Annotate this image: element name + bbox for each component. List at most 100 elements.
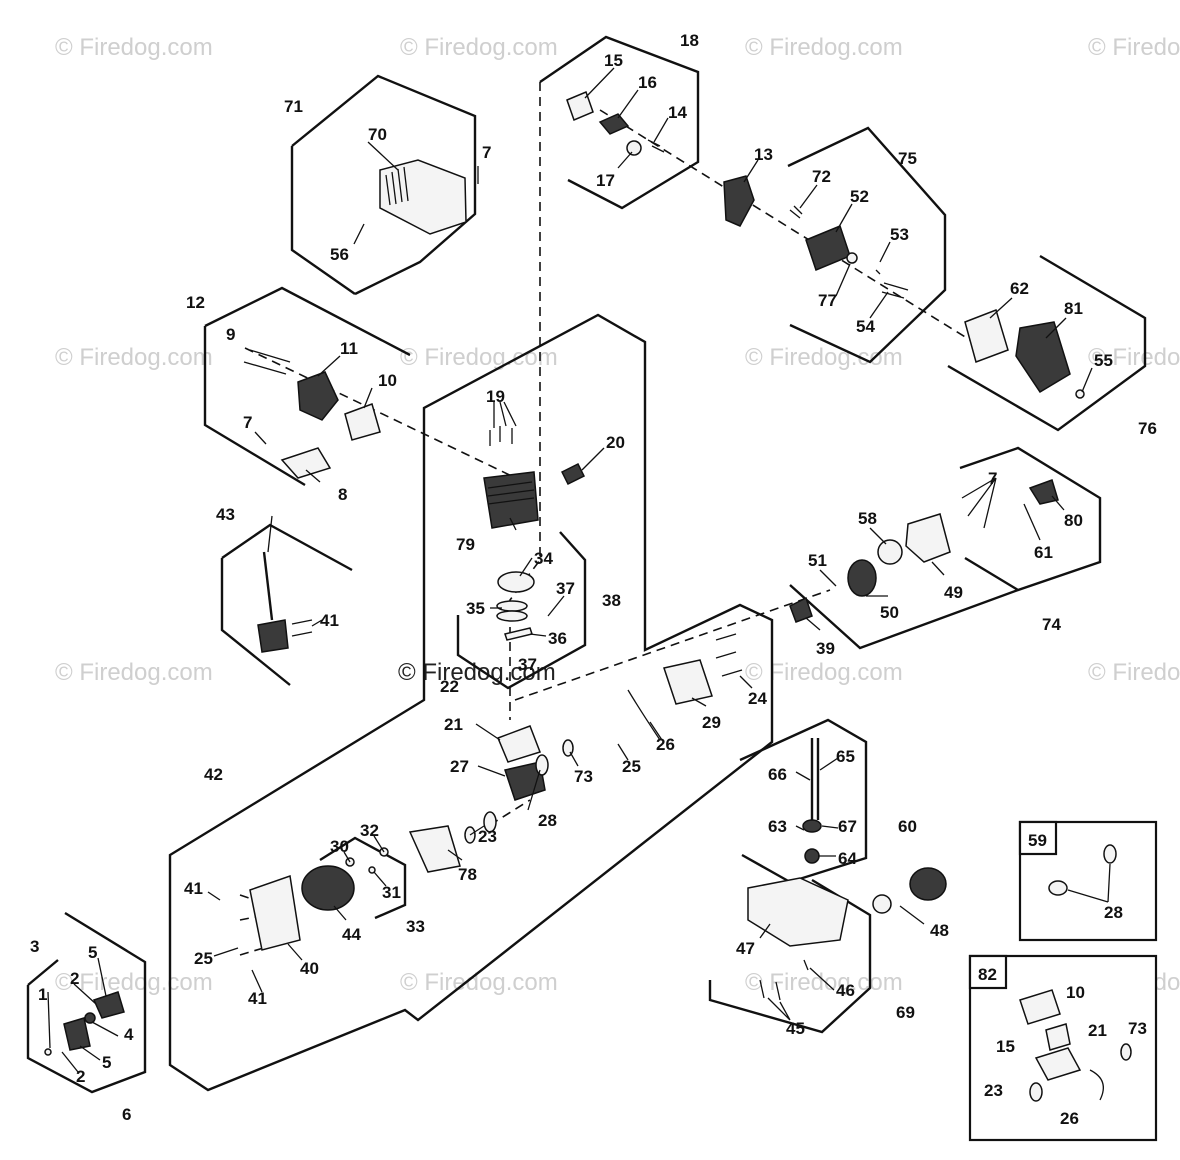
recoil-housing-part [249,874,301,951]
group-75-outline [787,126,947,364]
callout-23: 23 [478,827,497,846]
watermark: © Firedog.com [745,659,903,686]
callout-37: 37 [518,655,537,674]
nut-part [368,866,376,874]
watermark: © Firedog.com [55,34,213,61]
group-43-outline [220,523,353,686]
callout-26: 26 [656,735,675,754]
wire-part [1089,1069,1104,1101]
air-filter-base-part [805,225,851,271]
seal-part [846,252,858,264]
callout-19: 19 [486,387,505,406]
cylinder-part [483,471,539,529]
callout-35: 35 [466,599,485,618]
callout-44: 44 [342,925,361,944]
screw-part [875,269,909,299]
wire-part [627,689,661,741]
ignition-coil-part [257,619,289,653]
callout-36: 36 [548,629,567,648]
watermark: © Firedog.com [1088,659,1180,686]
callout-52: 52 [850,187,869,206]
callout-5: 5 [102,1053,111,1072]
callout-67: 67 [838,817,857,836]
callout-39: 39 [816,639,835,658]
callout-53: 53 [890,225,909,244]
callout-1: 1 [38,985,47,1004]
callout-30: 30 [330,837,349,856]
gasket-part [1034,1047,1082,1081]
callout-58: 58 [858,509,877,528]
callout-17: 17 [596,171,615,190]
callout-labels: 18 15 16 14 17 13 71 70 7 56 75 72 52 53… [30,31,1157,1128]
group-76-outline [947,254,1147,432]
callout-31: 31 [382,883,401,902]
callout-81: 81 [1064,299,1083,318]
callout-46: 46 [836,981,855,1000]
callout-33: 33 [406,917,425,936]
engine-cover-part [379,159,467,235]
starter-housing-part [905,513,951,563]
callout-79: 79 [456,535,475,554]
screw-part [44,1048,52,1056]
watermark: © Firedog.com [400,344,558,371]
trigger-part [92,991,125,1019]
screw-part [291,619,313,637]
bolt-part [243,349,291,375]
watermark: © Firedog.com [1088,344,1180,371]
watermarks: © Firedog.com © Firedog.com © Firedog.co… [55,34,1180,996]
callout-15: 15 [996,1037,1015,1056]
callout-76: 76 [1138,419,1157,438]
spring-part [877,539,903,565]
callout-2: 2 [76,1067,85,1086]
muffler-part [297,371,339,421]
callout-74: 74 [1042,615,1061,634]
callout-59: 59 [1028,831,1047,850]
watermark: © Firedog.com [745,969,903,996]
bushing-part [802,819,822,833]
drive-shaft-part [810,738,820,820]
callout-13: 13 [754,145,773,164]
callout-29: 29 [702,713,721,732]
piston-ring-part [496,600,528,612]
callout-41: 41 [248,989,267,1008]
callout-2: 2 [70,969,79,988]
leader-lines [47,67,1093,1073]
callout-16: 16 [638,73,657,92]
callout-45: 45 [786,1019,805,1038]
group-74-outline [789,446,1102,650]
lever-part [63,1017,91,1051]
callout-73: 73 [1128,1019,1147,1038]
watermark: © Firedog.com [745,344,903,371]
bearing-part [1103,844,1117,864]
callout-71: 71 [284,97,303,116]
starter-handle-part [1028,479,1059,505]
crankshaft-part [504,761,546,801]
callout-51: 51 [808,551,827,570]
screw-part [715,633,743,677]
callout-38: 38 [602,591,621,610]
callout-20: 20 [606,433,625,452]
callout-43: 43 [216,505,235,524]
inset-82-tag [968,954,1008,990]
callout-63: 63 [768,817,787,836]
group-outlines [26,35,1147,1094]
tube-housing-part [747,877,849,947]
piston-part [497,571,535,593]
callout-6: 6 [122,1105,131,1124]
callout-73: 73 [574,767,593,786]
group-42-outline [168,313,774,1092]
callout-80: 80 [1064,511,1083,530]
filter-cover-part [1015,321,1071,394]
callout-4: 4 [124,1025,134,1044]
callout-65: 65 [836,747,855,766]
callout-28: 28 [538,811,557,830]
callout-5: 5 [88,943,97,962]
callout-7: 7 [482,143,491,162]
callout-40: 40 [300,959,319,978]
callout-14: 14 [668,103,687,122]
gasket-part [566,90,594,122]
callout-7: 7 [243,413,252,432]
group-60-outline [739,718,868,884]
seal-part [1120,1043,1132,1061]
